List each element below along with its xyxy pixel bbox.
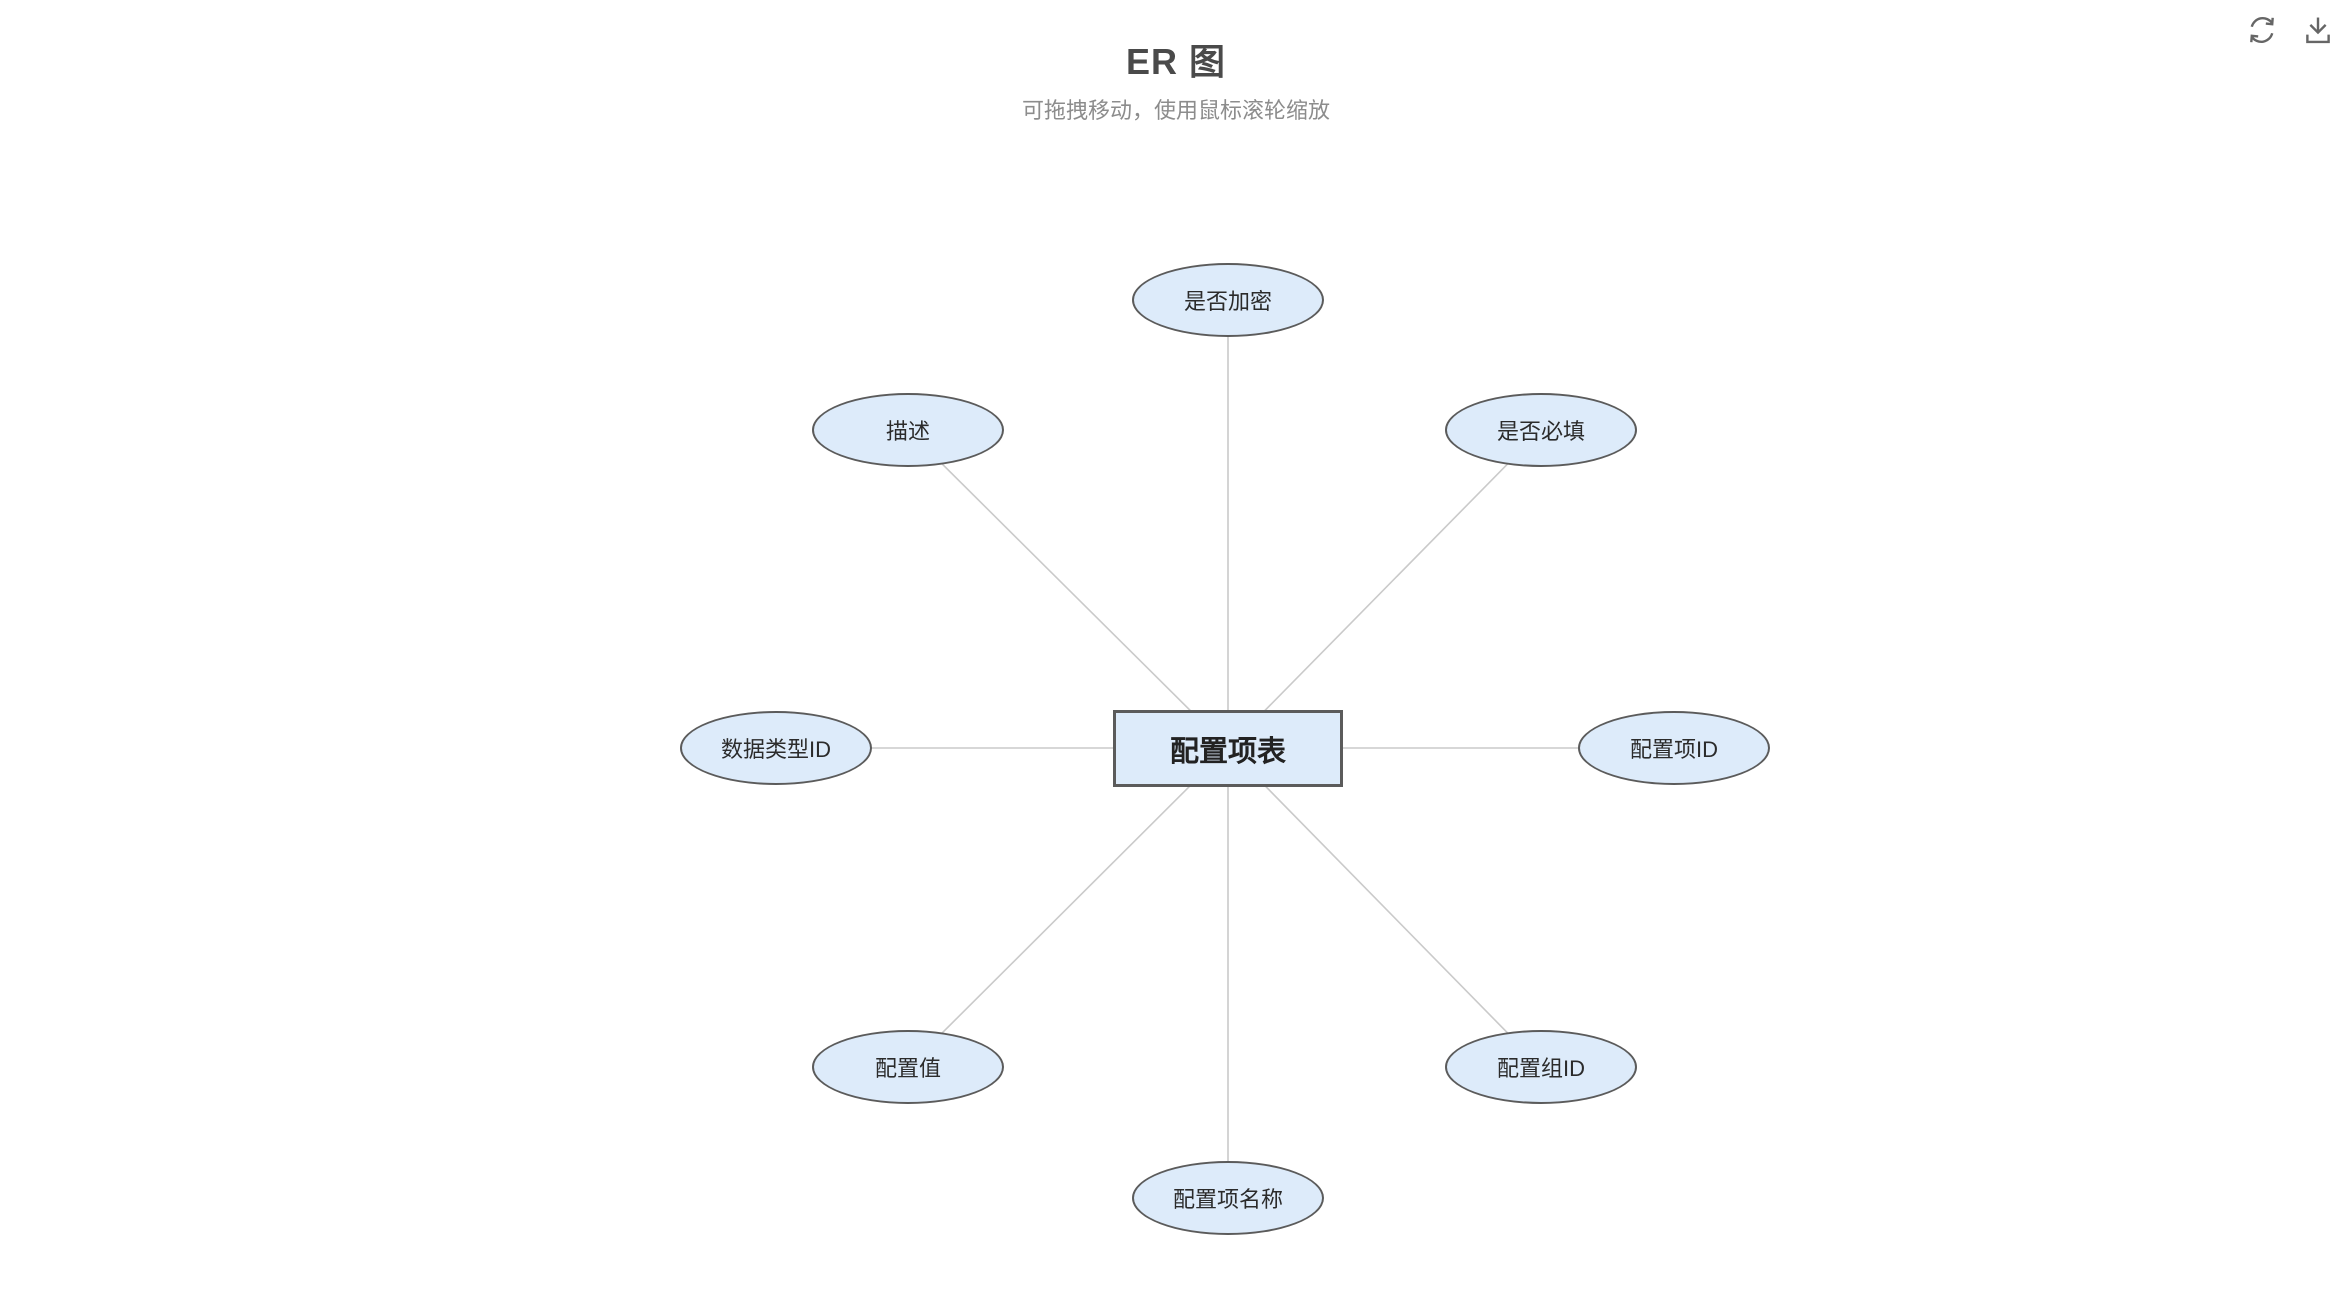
attribute-label: 配置项ID (1629, 737, 1718, 762)
entity-node[interactable]: 配置项表 (1113, 710, 1343, 787)
edge (1227, 429, 1542, 749)
download-icon (2306, 17, 2330, 44)
attribute-node-required[interactable]: 是否必填 (1445, 393, 1637, 467)
attribute-node-item-name[interactable]: 配置项名称 (1132, 1161, 1324, 1235)
download-button[interactable] (2298, 10, 2338, 50)
attribute-label: 配置组ID (1496, 1056, 1585, 1081)
attribute-label: 配置项名称 (1172, 1187, 1283, 1212)
edge (1227, 747, 1542, 1068)
attribute-label: 是否加密 (1183, 289, 1272, 314)
attribute-label: 是否必填 (1496, 419, 1585, 444)
attribute-node-datatype-id[interactable]: 数据类型ID (680, 711, 872, 785)
attribute-node-value[interactable]: 配置值 (812, 1030, 1004, 1104)
attribute-node-encrypted[interactable]: 是否加密 (1132, 263, 1324, 337)
refresh-button[interactable] (2242, 10, 2282, 50)
attribute-label: 描述 (885, 419, 930, 444)
attribute-node-group-id[interactable]: 配置组ID (1445, 1030, 1637, 1104)
attribute-label: 数据类型ID (720, 737, 831, 762)
edge (907, 429, 1229, 749)
toolbar (2242, 10, 2338, 50)
attribute-node-item-id[interactable]: 配置项ID (1578, 711, 1770, 785)
attribute-label: 配置值 (874, 1056, 941, 1081)
edge (907, 747, 1229, 1068)
refresh-icon (2250, 16, 2274, 44)
attribute-node-description[interactable]: 描述 (812, 393, 1004, 467)
entity-label: 配置项表 (1169, 735, 1286, 768)
